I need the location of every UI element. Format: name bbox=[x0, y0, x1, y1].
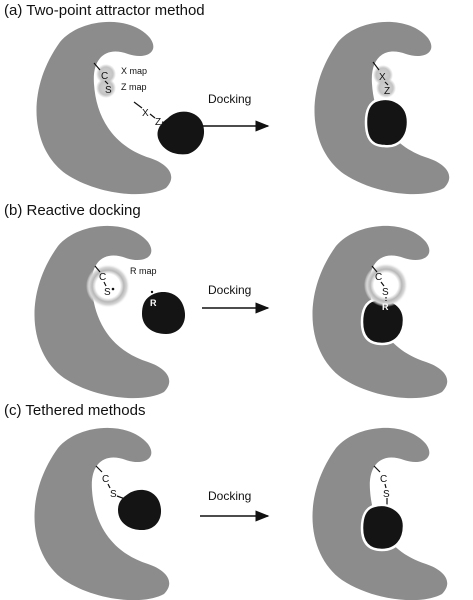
panel-reactive-docking: C S R map R Docking C S R (b) Reactive d… bbox=[0, 200, 473, 400]
r-map-ring bbox=[86, 264, 130, 308]
ligand-left bbox=[142, 292, 186, 334]
c-bond bbox=[95, 465, 103, 473]
atom-s-docked: S bbox=[383, 489, 390, 500]
xz-bond-docked bbox=[384, 81, 389, 86]
cs-bond bbox=[104, 80, 109, 85]
z-map-label: Z map bbox=[121, 82, 147, 92]
x-map-label: X map bbox=[121, 66, 147, 76]
atom-s: S bbox=[105, 85, 112, 96]
protein-right bbox=[312, 225, 448, 399]
atom-s-docked: S bbox=[382, 287, 389, 298]
protein-left bbox=[34, 225, 170, 399]
atom-s: S bbox=[104, 287, 111, 298]
c-bond-docked bbox=[372, 61, 380, 71]
z-map-halo bbox=[96, 78, 116, 98]
atom-z: Z bbox=[155, 117, 161, 128]
r-dot bbox=[150, 290, 154, 294]
protein-right bbox=[312, 427, 448, 600]
atom-c-docked: C bbox=[375, 272, 382, 283]
panel-tethered-methods: C S Docking C S (c) Tethered methods bbox=[0, 400, 473, 600]
docking-label: Docking bbox=[208, 92, 251, 106]
atom-x-docked: X bbox=[379, 72, 386, 83]
atom-c: C bbox=[99, 272, 106, 283]
c-bond-docked bbox=[373, 465, 381, 473]
atom-r-docked: R bbox=[382, 302, 389, 312]
c-bond-docked bbox=[371, 265, 378, 273]
s-dot bbox=[111, 287, 115, 291]
docking-label: Docking bbox=[208, 489, 251, 503]
cs-bond bbox=[103, 281, 107, 287]
cs-bond-docked bbox=[380, 281, 385, 287]
r-map-ring-docked bbox=[364, 263, 408, 307]
panel-a-title: (a) Two-point attractor method bbox=[4, 2, 205, 19]
panel-b-art: C S R map R Docking C S R bbox=[34, 225, 448, 399]
ligand-right bbox=[360, 503, 406, 552]
z-ligand-bond bbox=[161, 121, 167, 124]
protein-left bbox=[34, 427, 170, 600]
panel-b-title: (b) Reactive docking bbox=[4, 202, 141, 219]
x-map-halo bbox=[96, 64, 116, 84]
atom-s: S bbox=[110, 489, 117, 500]
cs-bond-docked bbox=[384, 483, 387, 489]
c-bond bbox=[93, 62, 101, 71]
r-map-label: R map bbox=[130, 266, 157, 276]
atom-c: C bbox=[101, 71, 108, 82]
panel-c-title: (c) Tethered methods bbox=[4, 402, 146, 419]
cs-bond bbox=[107, 483, 111, 489]
c-bond bbox=[94, 265, 101, 273]
panel-two-point-attractor: C S X map Z map X Z Docking X Z bbox=[0, 0, 473, 200]
atom-z-docked: Z bbox=[384, 86, 390, 97]
ligand-right bbox=[360, 297, 406, 346]
protein-left bbox=[36, 21, 172, 195]
ligand-right bbox=[364, 97, 410, 148]
panel-a-art: C S X map Z map X Z Docking X Z bbox=[36, 21, 450, 195]
docking-label: Docking bbox=[208, 283, 251, 297]
atom-c-docked: C bbox=[380, 474, 387, 485]
atom-r: R bbox=[150, 298, 157, 308]
ligand-left bbox=[118, 489, 162, 530]
ligand-left bbox=[157, 111, 205, 155]
z-map-halo-docked bbox=[376, 78, 396, 98]
x-bond bbox=[133, 101, 143, 109]
atom-x: X bbox=[142, 108, 149, 119]
xz-bond bbox=[149, 113, 156, 119]
atom-c: C bbox=[102, 474, 109, 485]
panel-c-art: C S Docking C S bbox=[34, 427, 448, 600]
protein-right bbox=[314, 21, 450, 195]
